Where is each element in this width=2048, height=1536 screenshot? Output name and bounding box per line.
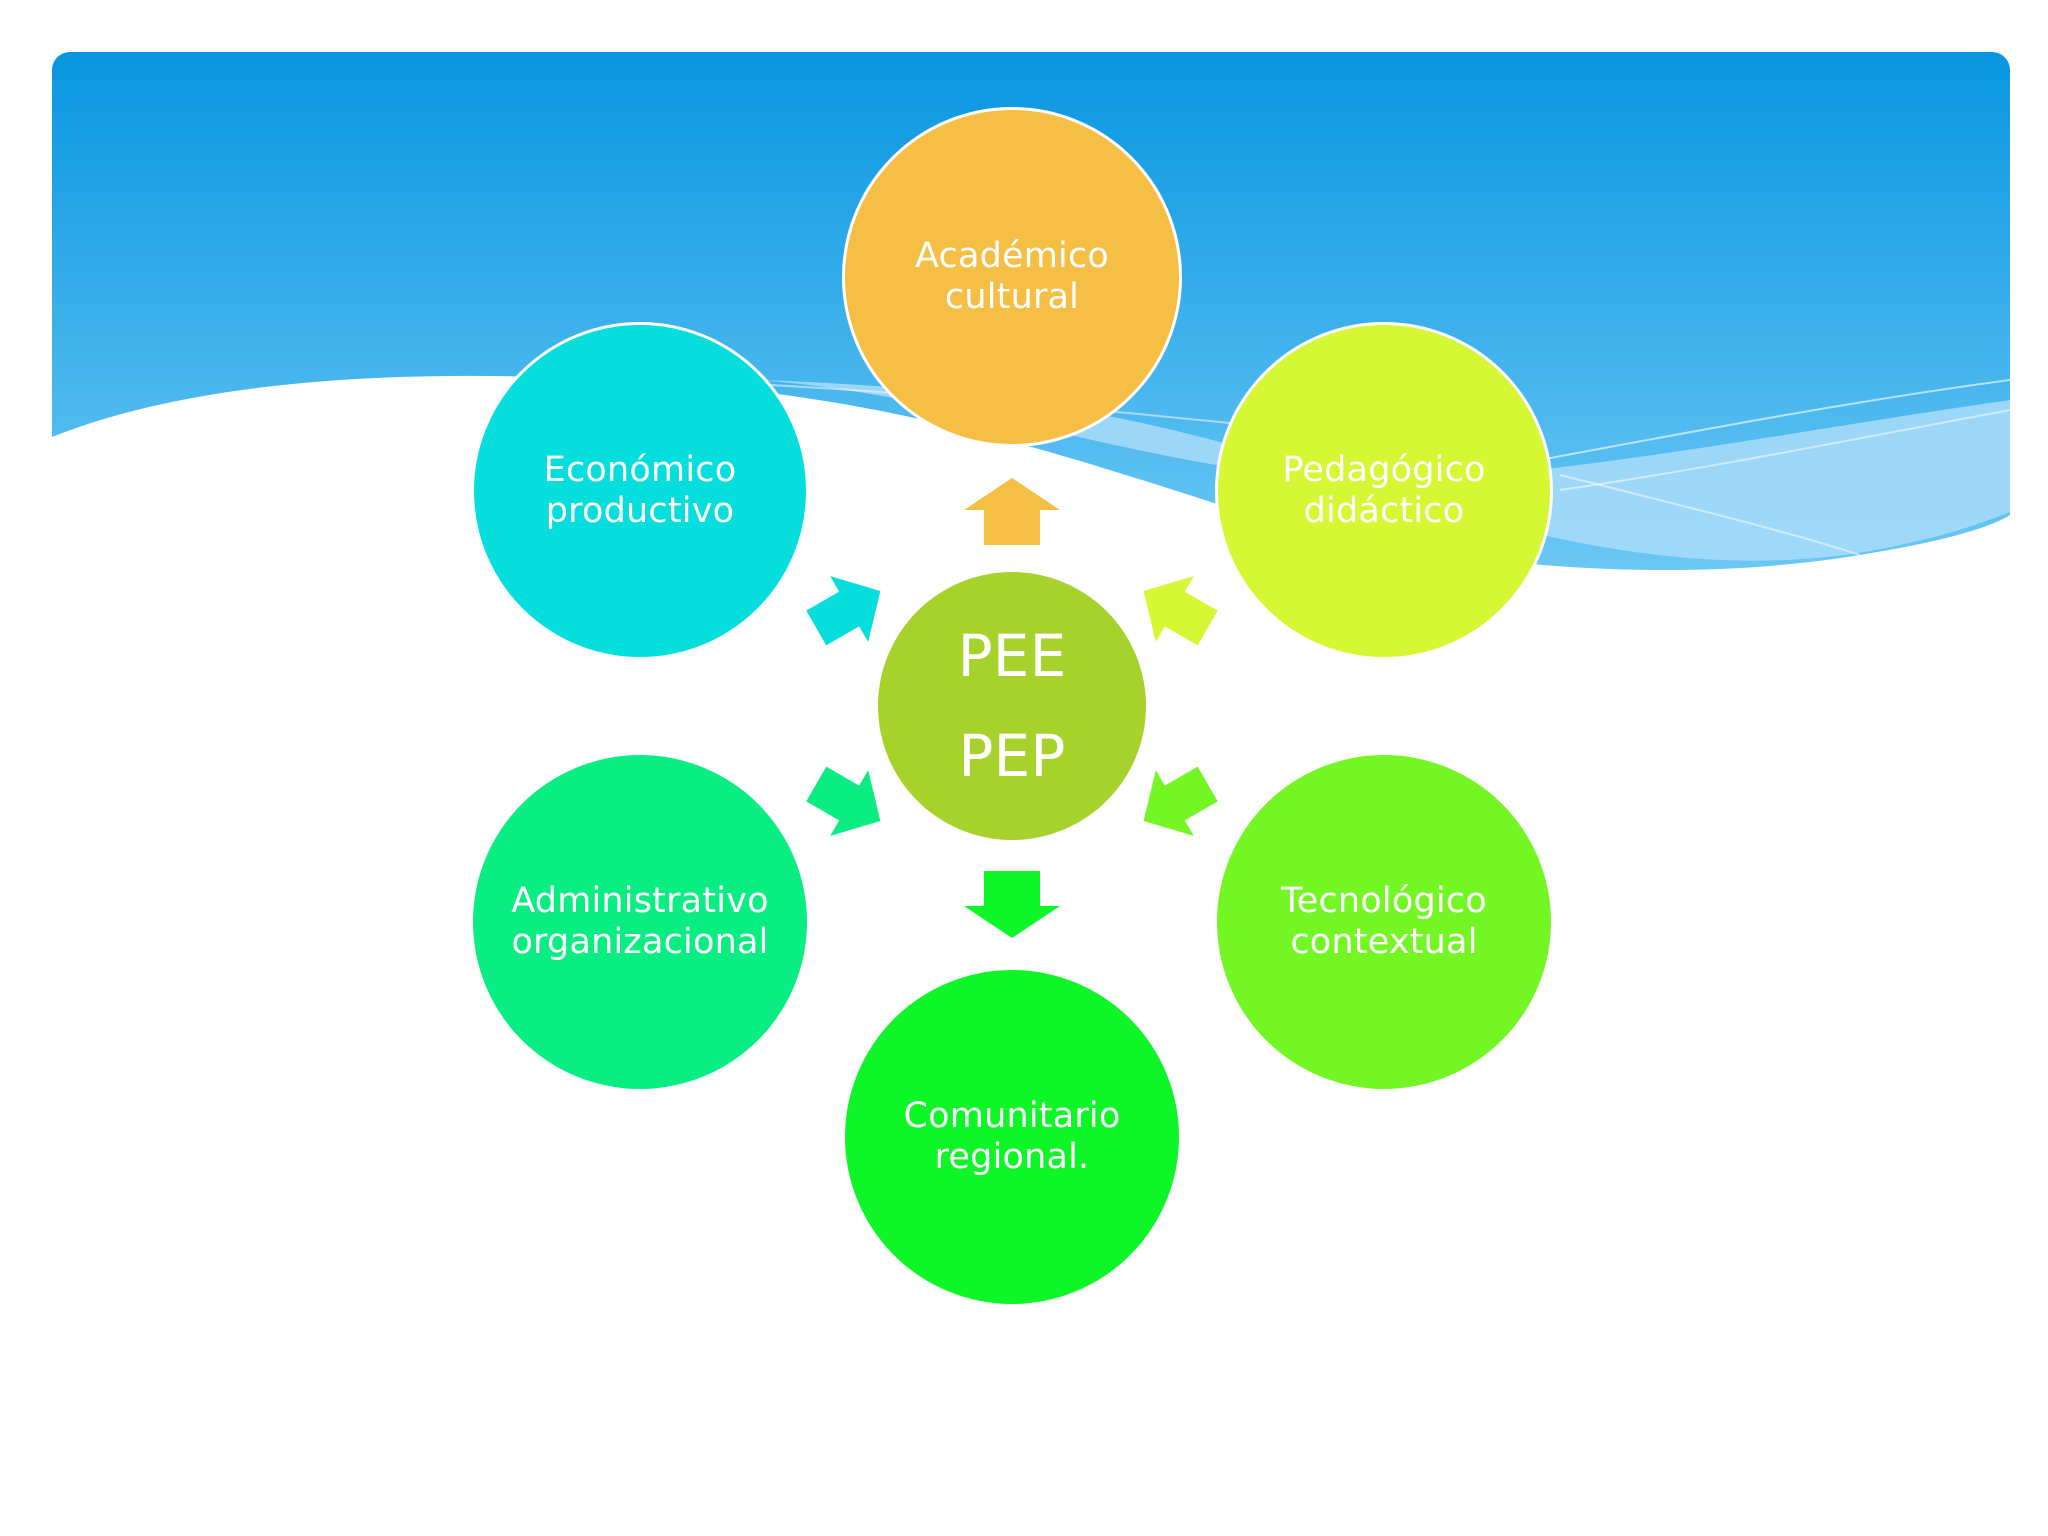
node-tecnologico-contextual: Tecnológico contextual bbox=[1217, 755, 1551, 1089]
node-label-line2: organizacional bbox=[511, 922, 769, 962]
node-label-line2: cultural bbox=[944, 277, 1080, 317]
node-economico-productivo: Económico productivo bbox=[471, 322, 809, 660]
wave-streak-1 bbox=[1539, 379, 2011, 461]
arrow-down-icon bbox=[964, 871, 1060, 938]
center-node: PEE PEP bbox=[878, 572, 1146, 840]
node-label-line2: productivo bbox=[545, 491, 735, 531]
node-label-line1: Económico bbox=[543, 450, 737, 490]
center-label-line2: PEP bbox=[958, 722, 1066, 790]
node-label-line1: Tecnológico bbox=[1281, 881, 1487, 921]
arrow-upper-left-icon bbox=[806, 576, 881, 646]
node-comunitario-regional: Comunitario regional. bbox=[845, 970, 1179, 1304]
arrow-upper-right-icon bbox=[1143, 576, 1218, 646]
arrow-lower-right-icon bbox=[1143, 766, 1218, 836]
arrow-up-icon bbox=[964, 478, 1060, 545]
center-label-line1: PEE bbox=[957, 622, 1067, 690]
node-label-line1: Administrativo bbox=[511, 881, 769, 921]
node-label-line2: regional. bbox=[934, 1137, 1090, 1177]
white-wave bbox=[52, 375, 2010, 1536]
wave-streak-2 bbox=[1559, 409, 2011, 491]
node-label-line2: contextual bbox=[1290, 922, 1478, 962]
node-label-line2: didáctico bbox=[1303, 491, 1465, 531]
node-label-line1: Académico bbox=[914, 236, 1110, 276]
arrow-lower-left-icon bbox=[806, 766, 881, 836]
node-label-line1: Comunitario bbox=[903, 1096, 1121, 1136]
wave-streak-3 bbox=[1559, 474, 1861, 556]
node-label-line1: Pedagógico bbox=[1282, 450, 1486, 490]
node-administrativo-organizacional: Administrativo organizacional bbox=[473, 755, 807, 1089]
node-pedagogico-didactico: Pedagógico didáctico bbox=[1215, 322, 1553, 660]
node-academico-cultural: Académico cultural bbox=[842, 107, 1182, 447]
